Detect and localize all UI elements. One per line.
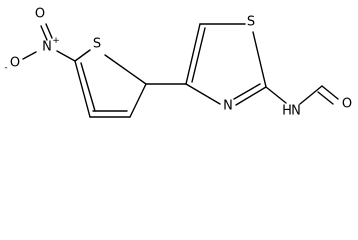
atom-amide-h: H [282,104,292,119]
atom-nitro-o-minus: O [10,56,20,71]
bond-thiazole-c4-c5 [185,23,201,85]
bond-c2-nh [265,86,287,104]
bond-nitro-n-ring-c [56,50,76,62]
chemical-structure-diagram: O - N + O S S N H N O [4,7,352,119]
bond-thiazole-c4-c5-inner [191,27,206,83]
bond-thiophene-s-c5 [104,54,147,85]
bond-nitro-n-o-double-b [45,23,53,39]
atom-thiophene-s: S [93,37,101,52]
bond-thiazole-s-c2 [252,31,267,88]
bond-thiophene-c2-s [74,49,91,62]
bond-thiazole-c2-n-inner [233,83,261,100]
atom-formyl-o: O [342,97,352,112]
thiophene-ring [74,49,147,118]
atom-thiazole-n: N [223,99,233,114]
atom-amide-n: N [291,104,301,119]
bond-nitro-n-o-single [22,51,37,60]
bond-cho-o [321,85,339,100]
bond-thiophene-c3-c2-inner [80,62,96,112]
nitro-group [22,23,76,62]
atom-thiazole-s: S [247,15,255,30]
bond-thiazole-n-c4 [185,83,221,105]
bond-cho-o-inner [317,91,334,105]
charge-plus: + [52,36,60,46]
atom-nitro-n: N [42,40,52,55]
charge-minus: - [4,63,7,73]
thiazole-ring [185,23,267,106]
bond-nh-cho [299,85,323,105]
formamide-group [265,85,339,105]
bond-thiophene-c5-c4 [129,83,147,118]
bond-thiophene-c3-c2 [74,60,91,118]
bond-thiazole-c2-n [235,86,267,106]
bond-nitro-n-o-double-a [40,25,48,41]
atom-nitro-o-double: O [35,7,45,22]
